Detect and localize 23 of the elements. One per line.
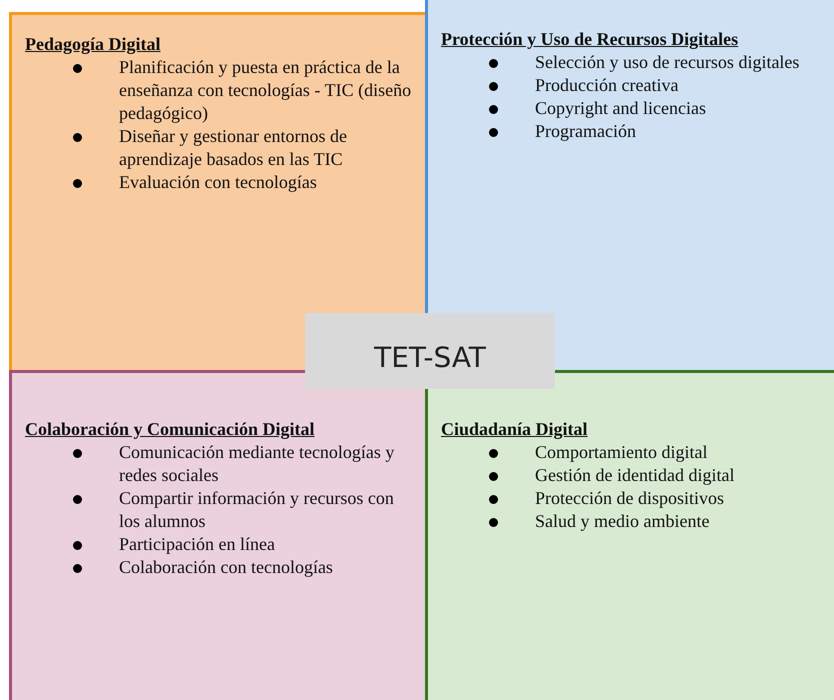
list-item: Gestión de identidad digital [535,464,734,487]
list-item: Selección y uso de recursos digitales [535,51,800,74]
list-item: Participación en línea [119,533,275,556]
list-item: Programación [535,120,636,143]
list-item: Comunicación mediante tecnologías y redes sociales [119,441,396,487]
list-item: Evaluación con tecnologías [119,171,317,194]
list-item: Planificación y puesta en práctica de la enseñanza con tecnologías - TIC (diseño pedagógico) [119,56,412,125]
list-item: Producción creativa [535,74,678,97]
list-item: Protección de dispositivos [535,487,724,510]
category-heading: Colaboración y Comunicación Digital [25,418,316,441]
category-heading: Ciudadanía Digital [441,418,589,441]
category-heading: Protección y Uso de Recursos Digitales [441,28,740,51]
list-item: Compartir información y recursos con los alumnos [119,487,395,533]
title-box [305,313,555,389]
list-item: Comportamiento digital [535,441,708,464]
title-text: TET-SAT [374,340,486,376]
list-item: Colaboración con tecnologías [119,556,333,579]
category-panel [425,370,834,700]
list-item: Diseñar y gestionar entornos de aprendizaje basados en las TIC [119,125,348,171]
category-panel [9,370,425,700]
list-item: Copyright and licencias [535,97,706,120]
category-heading: Pedagogía Digital [25,33,162,56]
list-item: Salud y medio ambiente [535,510,710,533]
